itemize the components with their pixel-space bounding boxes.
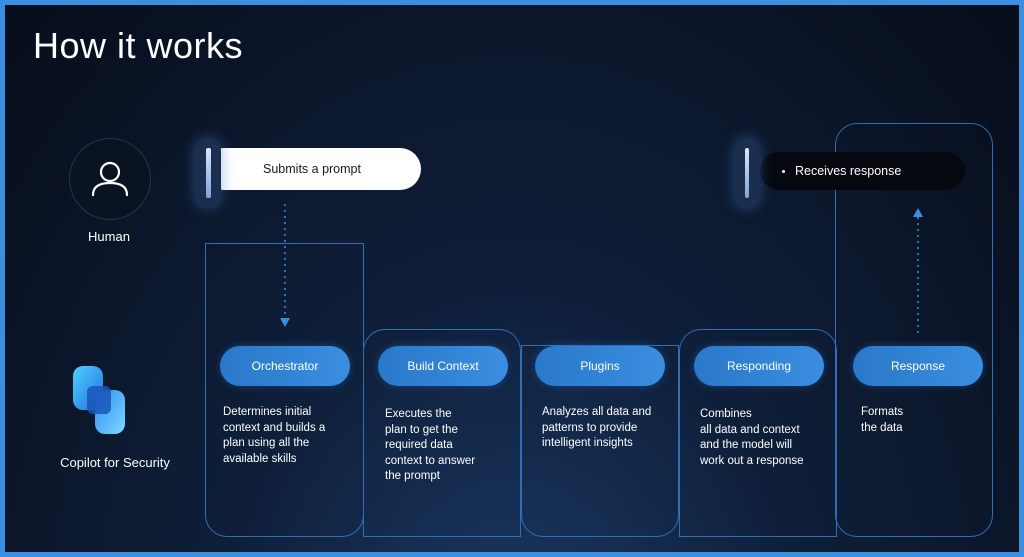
- step-build-context-description: Executes the plan to get the required da…: [385, 407, 475, 485]
- description-line: Analyzes all data and: [542, 406, 652, 418]
- description-line: context to answer: [385, 454, 476, 467]
- description-line: available skills: [223, 452, 297, 465]
- step-orchestrator-pill: Orchestrator: [220, 346, 350, 386]
- build-context-column: [363, 329, 521, 537]
- submit-prompt-bar: Submits a prompt: [203, 148, 421, 190]
- response-column: [835, 123, 993, 537]
- user-icon: [91, 161, 129, 197]
- description-line: Combines: [700, 408, 752, 420]
- description-line: plan using all the: [223, 437, 310, 449]
- description-line: context and builds a: [223, 421, 326, 434]
- description-line: the data: [861, 421, 903, 434]
- plugins-column: [521, 345, 679, 537]
- slide: How it works Human Copilot for Security: [5, 5, 1019, 552]
- step-plugins-pill: Plugins: [535, 346, 665, 386]
- human-label: Human: [88, 229, 130, 244]
- description-line: all data and context: [700, 423, 800, 436]
- step-build-context-pill: Build Context: [378, 346, 508, 386]
- step-orchestrator-description: Determines initial context and builds a …: [223, 405, 325, 467]
- responding-column: [679, 329, 837, 537]
- down-arrow-icon: [280, 204, 290, 327]
- description-line: work out a response: [700, 454, 804, 467]
- step-responding-pill: Responding: [694, 346, 824, 386]
- description-line: Executes the: [385, 408, 452, 420]
- description-line: Determines initial: [223, 406, 312, 418]
- bullet-dot: [782, 169, 785, 173]
- description-line: required data: [385, 439, 453, 451]
- description-line: and the model will: [700, 439, 793, 451]
- description-line: intelligent insights: [542, 437, 633, 449]
- step-response-pill: Response: [853, 346, 983, 386]
- receives-response-bar: Receives response: [760, 152, 965, 190]
- copilot-logo-icon: [73, 366, 125, 434]
- copilot-label: Copilot for Security: [60, 455, 170, 470]
- response-cursor-handle: [735, 138, 759, 208]
- human-avatar: [69, 138, 151, 220]
- step-responding-description: Combines all data and context and the mo…: [700, 407, 804, 469]
- prompt-cursor-handle: [195, 138, 221, 208]
- submit-prompt-label: Submits a prompt: [263, 162, 361, 176]
- slide-title: How it works: [33, 25, 244, 66]
- step-response-description: Formats the data: [861, 405, 903, 436]
- description-line: plan to get the: [385, 423, 458, 436]
- description-line: patterns to provide: [542, 421, 638, 434]
- description-line: Formats: [861, 406, 904, 418]
- step-plugins-description: Analyzes all data and patterns to provid…: [542, 405, 651, 452]
- up-arrow-icon: [913, 208, 923, 333]
- description-line: the prompt: [385, 470, 440, 482]
- receives-response-label: Receives response: [795, 164, 902, 178]
